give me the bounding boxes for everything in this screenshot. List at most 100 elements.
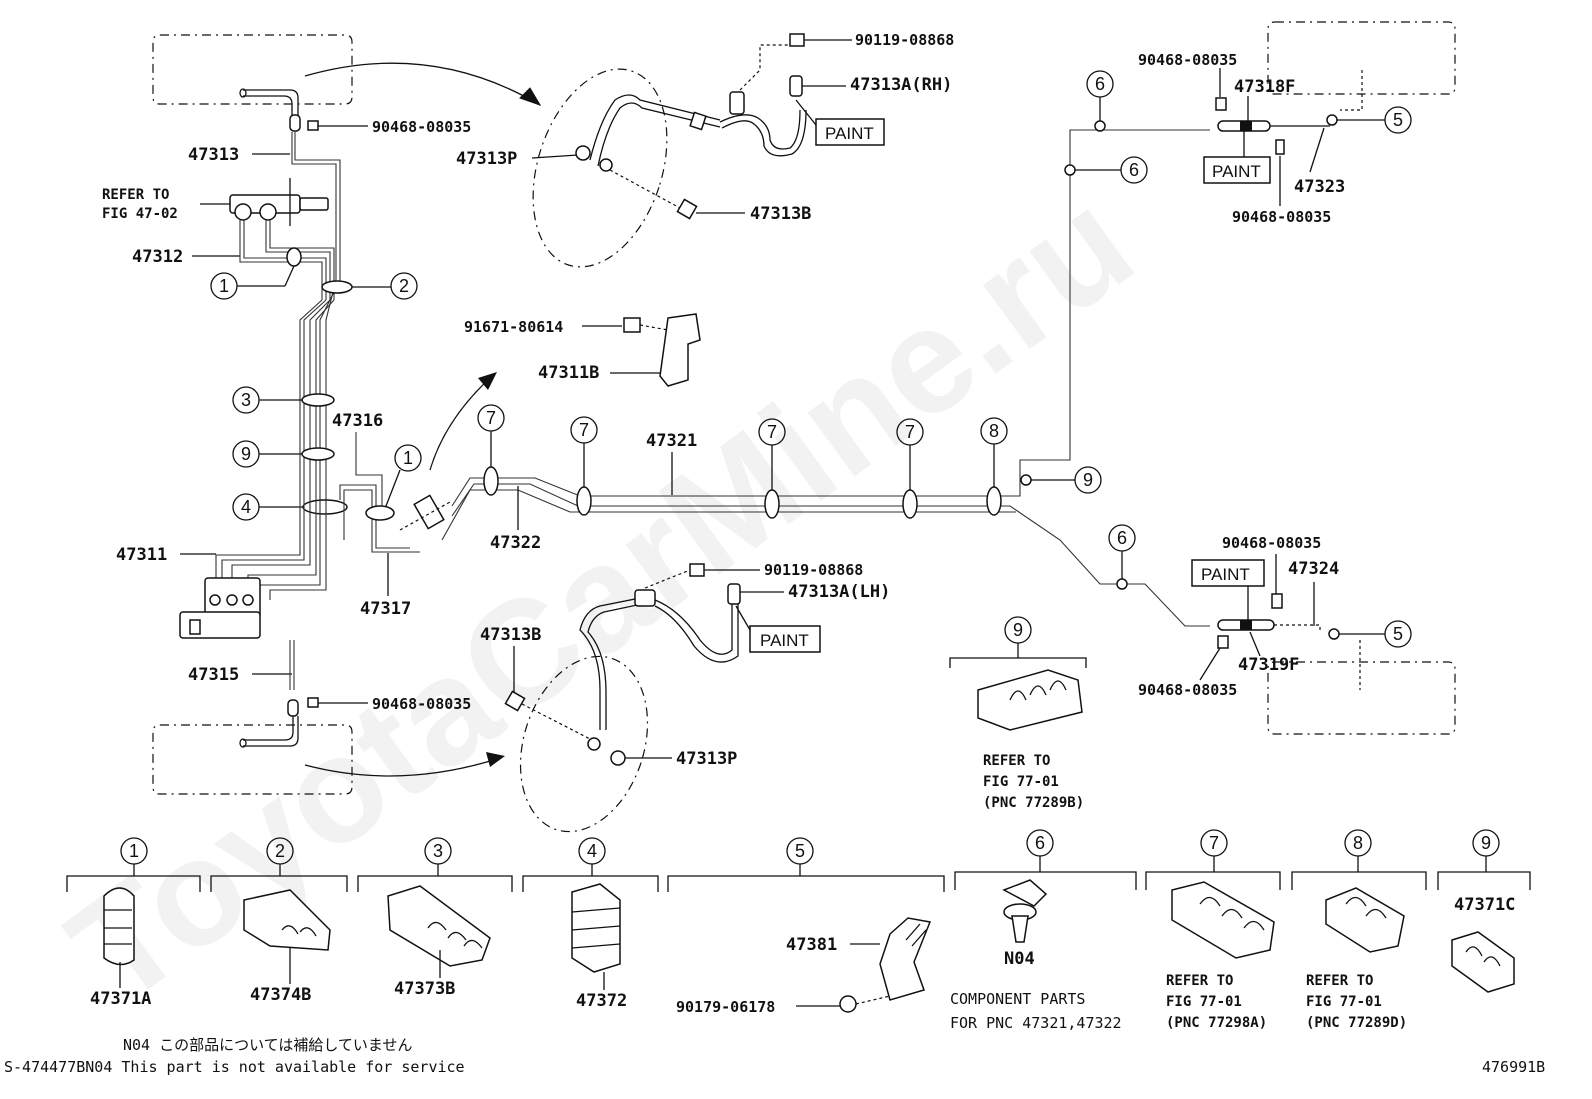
svg-text:4: 4 bbox=[241, 497, 251, 517]
label-47317: 47317 bbox=[360, 599, 411, 619]
label-47312: 47312 bbox=[132, 247, 183, 267]
svg-text:1: 1 bbox=[403, 448, 413, 468]
clamp-2 bbox=[321, 280, 353, 294]
label-47313p-bottom: 47313P bbox=[676, 749, 737, 769]
svg-text:(PNC 77298A): (PNC 77298A) bbox=[1166, 1015, 1267, 1031]
svg-text:PAINT: PAINT bbox=[1212, 162, 1261, 181]
footer-note-en: S-474477BN04 This part is not available … bbox=[4, 1058, 465, 1076]
clamp-1-top bbox=[286, 247, 302, 267]
svg-text:PAINT: PAINT bbox=[1201, 565, 1250, 584]
svg-text:47373B: 47373B bbox=[394, 979, 455, 999]
svg-text:5: 5 bbox=[1393, 110, 1403, 130]
svg-text:9: 9 bbox=[1013, 620, 1023, 640]
svg-text:3: 3 bbox=[433, 841, 443, 861]
callout-2 bbox=[390, 272, 418, 300]
wheel-area-frame-fl bbox=[152, 34, 353, 105]
svg-text:7: 7 bbox=[1209, 833, 1219, 853]
legend-9: 9 47371C bbox=[1437, 829, 1531, 993]
clamp-7-d bbox=[902, 489, 918, 519]
clamp-1-mid bbox=[365, 505, 395, 521]
label-fig-47-02: FIG 47-02 bbox=[102, 206, 178, 222]
label-47311: 47311 bbox=[116, 545, 167, 565]
svg-text:7: 7 bbox=[486, 408, 496, 428]
paint-tag-lh bbox=[749, 625, 821, 653]
legend-7: 7 REFER TO FIG 77-01 (PNC 77298A) bbox=[1145, 829, 1281, 1031]
bolt-90119-top bbox=[789, 33, 805, 47]
flex-hose-lh bbox=[579, 597, 641, 730]
legend-5: 5 47381 90179-06178 bbox=[667, 837, 945, 1016]
svg-text:6: 6 bbox=[1035, 833, 1045, 853]
clip-90468-bottom bbox=[307, 697, 319, 708]
label-ref9-2: FIG 77-01 bbox=[983, 774, 1059, 790]
svg-text:REFER TO: REFER TO bbox=[1306, 973, 1373, 989]
clamp-3 bbox=[301, 393, 335, 407]
paint-tag-rh bbox=[815, 118, 885, 146]
svg-text:9: 9 bbox=[241, 444, 251, 464]
svg-text:6: 6 bbox=[1129, 160, 1139, 180]
svg-text:(PNC 77289D): (PNC 77289D) bbox=[1306, 1015, 1407, 1031]
label-47318f: 47318F bbox=[1234, 77, 1295, 97]
label-90468-top: 90468-08035 bbox=[372, 118, 471, 136]
svg-text:5: 5 bbox=[1393, 624, 1403, 644]
clamp-7-a bbox=[483, 466, 499, 496]
label-90468-r2: 90468-08035 bbox=[1138, 681, 1237, 699]
arrow-fl bbox=[304, 62, 541, 106]
label-47313: 47313 bbox=[188, 145, 239, 165]
svg-text:5: 5 bbox=[795, 841, 805, 861]
label-47322: 47322 bbox=[490, 533, 541, 553]
clip-90468-tr2 bbox=[1275, 139, 1285, 155]
svg-text:47381: 47381 bbox=[786, 935, 837, 955]
clip-47313p-top bbox=[575, 145, 591, 161]
clip-90468-r1 bbox=[1271, 593, 1283, 609]
label-47313p-top: 47313P bbox=[456, 149, 517, 169]
bracket-47311b bbox=[659, 313, 701, 387]
pipe-fitting-fl bbox=[289, 114, 301, 132]
svg-text:2: 2 bbox=[275, 841, 285, 861]
svg-text:6: 6 bbox=[1117, 528, 1127, 548]
bolt-91671 bbox=[623, 317, 641, 333]
clamp-7-b bbox=[576, 486, 592, 516]
bolt-47313b-top bbox=[676, 198, 698, 220]
footer-note-jp: N04 この部品については補給していません bbox=[123, 1036, 412, 1054]
label-90468-tr2: 90468-08035 bbox=[1232, 208, 1331, 226]
svg-text:FIG 77-01: FIG 77-01 bbox=[1306, 994, 1382, 1010]
svg-text:3: 3 bbox=[241, 390, 251, 410]
clip-90468-r2 bbox=[1217, 635, 1229, 649]
legend-1: 1 47371A bbox=[66, 837, 201, 1009]
label-47323: 47323 bbox=[1294, 177, 1345, 197]
bolt-47313b-bottom bbox=[504, 690, 526, 712]
svg-text:9: 9 bbox=[1481, 833, 1491, 853]
arrow-to-47311b bbox=[429, 377, 491, 471]
label-90119-mid: 90119-08868 bbox=[764, 561, 863, 579]
clamp-8 bbox=[986, 486, 1002, 516]
clamp-9-detail-shape bbox=[977, 669, 1083, 731]
legend-2: 2 47374B bbox=[210, 837, 348, 1005]
svg-text:47372: 47372 bbox=[576, 991, 627, 1011]
label-47311b: 47311B bbox=[538, 363, 599, 383]
label-47324: 47324 bbox=[1288, 559, 1339, 579]
svg-text:PAINT: PAINT bbox=[825, 124, 874, 143]
callout-1-mid bbox=[394, 444, 422, 472]
label-47315: 47315 bbox=[188, 665, 239, 685]
svg-text:FIG 77-01: FIG 77-01 bbox=[1166, 994, 1242, 1010]
label-47313a-lh: 47313A(LH) bbox=[788, 582, 890, 602]
label-ref9-3: (PNC 77289B) bbox=[983, 795, 1084, 811]
svg-text:N04: N04 bbox=[1004, 949, 1035, 969]
clamp-9-left bbox=[301, 447, 335, 461]
clamp-6-a bbox=[1094, 120, 1106, 132]
svg-text:REFER TO: REFER TO bbox=[1166, 973, 1233, 989]
label-47313b-top: 47313B bbox=[750, 204, 811, 224]
clip-47313p-bottom bbox=[610, 750, 626, 766]
label-90468-r1: 90468-08035 bbox=[1222, 534, 1321, 552]
union-joint bbox=[413, 494, 445, 530]
label-ref9-1: REFER TO bbox=[983, 753, 1050, 769]
hose-area-lh bbox=[519, 655, 649, 833]
svg-text:7: 7 bbox=[579, 420, 589, 440]
label-91671: 91671-80614 bbox=[464, 318, 563, 336]
svg-text:47371C: 47371C bbox=[1454, 895, 1515, 915]
label-47316: 47316 bbox=[332, 411, 383, 431]
clamp-7-c bbox=[764, 489, 780, 519]
clamp-9-right bbox=[1020, 474, 1032, 486]
legend-6: 6 N04 COMPONENT PARTS FOR PNC 47321,4732… bbox=[950, 829, 1137, 1032]
label-47313a-rh: 47313A(RH) bbox=[850, 75, 952, 95]
